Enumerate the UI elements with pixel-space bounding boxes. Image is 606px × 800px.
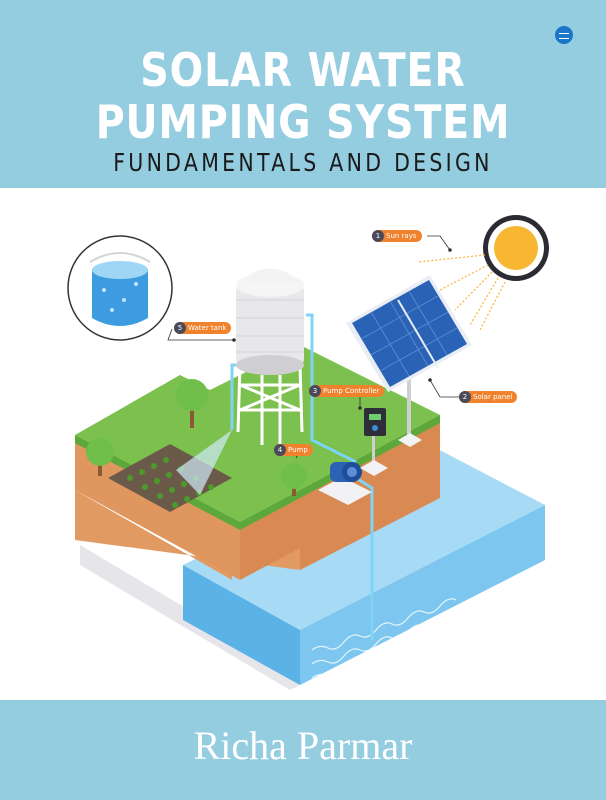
callout-number: 1 bbox=[372, 230, 384, 242]
water-side-left bbox=[183, 565, 300, 685]
soil-left-face bbox=[75, 435, 240, 580]
callout-number: 4 bbox=[274, 444, 286, 456]
pump-unit bbox=[318, 462, 372, 505]
leader-dot-5 bbox=[232, 338, 236, 342]
water-waves bbox=[311, 598, 457, 679]
water-tank bbox=[236, 268, 304, 375]
water-top bbox=[183, 445, 545, 630]
callout-number: 5 bbox=[174, 322, 186, 334]
callout-number: 2 bbox=[459, 391, 471, 403]
tank-tower bbox=[236, 364, 304, 445]
tree-left bbox=[86, 438, 114, 476]
bottom-color-band bbox=[0, 700, 606, 800]
sun-icon bbox=[483, 215, 549, 281]
leader-dot-2 bbox=[428, 378, 432, 382]
pipes bbox=[230, 313, 374, 640]
author-name: Richa Parmar bbox=[193, 723, 413, 768]
top-color-band bbox=[0, 0, 606, 188]
water-spray bbox=[176, 430, 232, 495]
callout-label: Water tank bbox=[188, 324, 227, 332]
callout-sun-rays: 1 Sun rays bbox=[372, 230, 422, 242]
title-line-2: PUMPING SYSTEM bbox=[95, 95, 511, 149]
callout-number: 3 bbox=[309, 385, 321, 397]
tree-front bbox=[281, 463, 307, 496]
grass-edge-mid bbox=[240, 490, 300, 530]
callout-pump-controller: 3 Pump Controller bbox=[309, 385, 385, 397]
callout-solar-panel: 2 Solar panel bbox=[459, 391, 518, 403]
callout-pump: 4 Pump bbox=[274, 444, 313, 456]
pump-controller bbox=[360, 408, 388, 476]
callout-label: Sun rays bbox=[386, 232, 417, 240]
water-side-right bbox=[300, 505, 545, 685]
leader-dot-3 bbox=[358, 406, 362, 410]
leader-dot-1 bbox=[448, 248, 452, 252]
tank-zoom-circle bbox=[67, 235, 173, 341]
soil-notch bbox=[240, 490, 300, 580]
callout-label: Solar panel bbox=[473, 393, 513, 401]
publisher-logo-icon bbox=[555, 26, 573, 44]
solar-panel bbox=[346, 275, 472, 447]
callout-water-tank: 5 Water tank bbox=[174, 322, 232, 334]
subtitle: FUNDAMENTALS AND DESIGN bbox=[113, 148, 493, 177]
tree-back bbox=[176, 379, 208, 428]
sun-rays bbox=[417, 254, 506, 331]
callout-label: Pump Controller bbox=[323, 387, 380, 395]
title-line-1: SOLAR WATER bbox=[140, 43, 466, 97]
callout-label: Pump bbox=[288, 446, 308, 454]
